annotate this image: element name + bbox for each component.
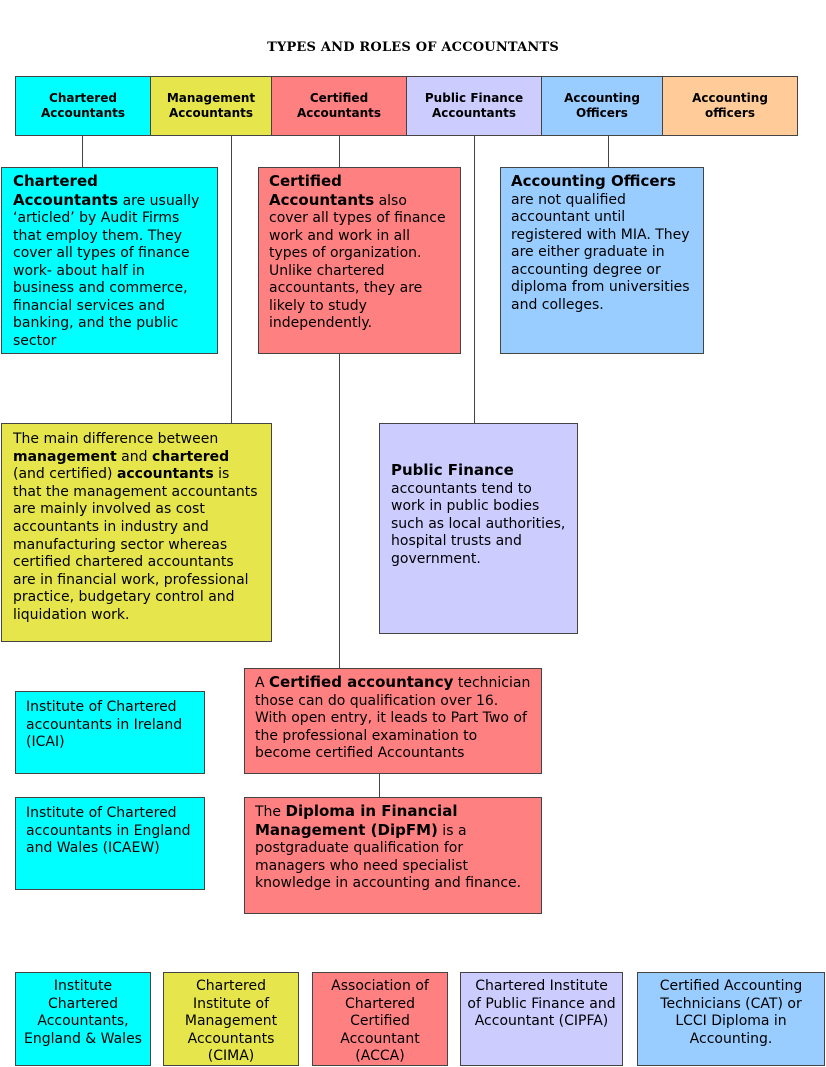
management-description: The main difference between management a… <box>1 423 272 642</box>
public-finance-description: Public Finance accountants tend to work … <box>379 423 578 634</box>
chartered-heading: Chartered Accountants <box>13 172 119 209</box>
diploma-description: The Diploma in Financial Management (Dip… <box>244 797 542 914</box>
certified-description: Certified Accountants also cover all typ… <box>258 167 461 354</box>
header-accounting-officers-alt: Accounting officers <box>662 76 798 136</box>
connector-management <box>231 135 232 424</box>
page-title: TYPES AND ROLES OF ACCOUNTANTS <box>267 40 559 55</box>
certified-heading: Certified Accountants <box>269 172 375 209</box>
body-cat-lcci: Certified Accounting Technicians (CAT) o… <box>637 972 825 1066</box>
connector-technician-diploma <box>379 773 380 798</box>
header-chartered: Chartered Accountants <box>15 76 151 136</box>
header-accounting-officers: Accounting Officers <box>541 76 663 136</box>
public-finance-heading: Public Finance <box>391 461 514 479</box>
header-management: Management Accountants <box>150 76 272 136</box>
header-certified: Certified Accountants <box>271 76 407 136</box>
body-acca: Association of Chartered Certified Accou… <box>312 972 448 1066</box>
connector-chartered <box>82 135 83 168</box>
officers-description: Accounting Officers are not qualified ac… <box>500 167 704 354</box>
connector-certified-technician <box>339 353 340 669</box>
certified-technician-description: A Certified accountancy technician those… <box>244 668 542 774</box>
connector-certified <box>339 135 340 168</box>
officers-heading: Accounting Officers <box>511 172 676 190</box>
body-cima: Chartered Institute of Management Accoun… <box>163 972 299 1066</box>
icaew-box: Institute of Chartered accountants in En… <box>15 797 205 890</box>
chartered-description: Chartered Accountants are usually ‘artic… <box>1 167 218 354</box>
header-public-finance: Public Finance Accountants <box>406 76 542 136</box>
body-icaew: Institute Chartered Accountants, England… <box>15 972 151 1066</box>
body-cipfa: Chartered Institute of Public Finance an… <box>460 972 623 1066</box>
connector-public-finance <box>474 135 475 424</box>
connector-officers <box>608 135 609 168</box>
icai-box: Institute of Chartered accountants in Ir… <box>15 691 205 774</box>
